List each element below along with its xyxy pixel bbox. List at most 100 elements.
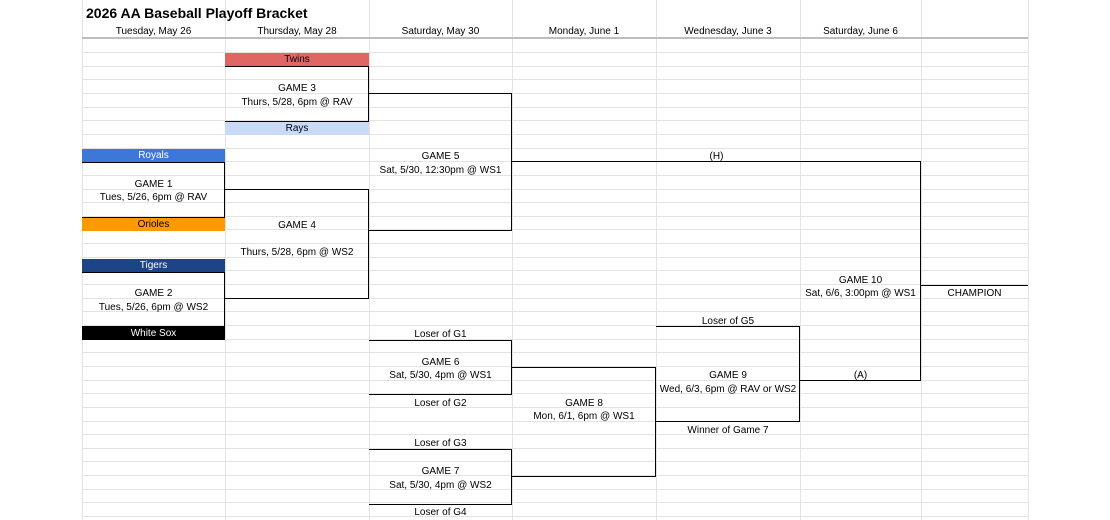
date-header-tuesday: Tuesday, May 26 xyxy=(115,26,192,37)
bracket-line xyxy=(511,340,512,395)
loser-g2-label: Loser of G2 xyxy=(414,398,467,409)
grid-column-line xyxy=(921,0,922,520)
bracket-line xyxy=(369,504,512,505)
grid-column-line xyxy=(369,0,370,520)
game-6-detail: Sat, 5/30, 4pm @ WS1 xyxy=(389,370,492,381)
bracket-line xyxy=(656,326,800,327)
bracket-line xyxy=(511,449,512,505)
bracket-line xyxy=(921,285,1028,286)
game-2-name: GAME 2 xyxy=(134,288,173,299)
bracket-line xyxy=(369,93,512,94)
home-team-marker: (H) xyxy=(709,151,724,162)
champion-label: CHAMPION xyxy=(947,288,1002,299)
game-8-detail: Mon, 6/1, 6pm @ WS1 xyxy=(533,411,635,422)
bracket-line xyxy=(368,66,369,121)
bracket-line xyxy=(224,162,225,217)
grid-row-line xyxy=(82,120,1028,121)
grid-row-line xyxy=(82,175,1028,176)
grid-row-line xyxy=(82,52,1028,53)
grid-row-line xyxy=(82,216,1028,217)
game-8-name: GAME 8 xyxy=(565,398,603,409)
team-band-twins: Twins xyxy=(225,53,369,66)
grid-column-line xyxy=(225,0,226,520)
grid-row-line xyxy=(82,366,1028,367)
grid-row-line xyxy=(82,284,1028,285)
bracket-line xyxy=(512,367,656,368)
grid-row-line xyxy=(82,421,1028,422)
grid-row-line xyxy=(82,202,1028,203)
grid-row-line xyxy=(82,516,1028,517)
grid-row-line xyxy=(82,298,1028,299)
bracket-line xyxy=(369,340,512,341)
bracket-line xyxy=(800,380,921,381)
grid-row-line xyxy=(82,93,1028,94)
grid-row-line xyxy=(82,229,1028,230)
game-1-detail: Tues, 5/26, 6pm @ RAV xyxy=(99,192,208,203)
grid-row-line xyxy=(82,393,1028,394)
loser-g3-label: Loser of G3 xyxy=(414,438,467,449)
grid-row-line xyxy=(82,189,1028,190)
loser-g5-label: Loser of G5 xyxy=(701,316,755,327)
header-separator xyxy=(82,37,1028,39)
team-band-rays: Rays xyxy=(225,122,369,135)
game-7-name: GAME 7 xyxy=(421,466,460,477)
date-header-wednesday: Wednesday, June 3 xyxy=(684,26,772,37)
game-3-name: GAME 3 xyxy=(278,83,316,94)
bracket-line xyxy=(512,476,656,477)
game-6-name: GAME 6 xyxy=(421,357,460,368)
grid-row-line xyxy=(82,380,1028,381)
grid-row-line xyxy=(82,107,1028,108)
game-10-detail: Sat, 6/6, 3:00pm @ WS1 xyxy=(805,288,916,299)
team-band-orioles: Orioles xyxy=(82,218,225,231)
grid-column-line xyxy=(656,0,657,520)
bracket-line xyxy=(656,421,800,422)
grid-row-line xyxy=(82,134,1028,135)
game-2-detail: Tues, 5/26, 6pm @ WS2 xyxy=(98,302,209,313)
date-header-saturday-final: Saturday, June 6 xyxy=(823,26,898,37)
bracket-line xyxy=(224,272,225,327)
bracket-line xyxy=(511,93,512,231)
away-team-marker: (A) xyxy=(853,370,868,381)
grid-row-line xyxy=(82,434,1028,435)
bracket-line xyxy=(655,367,656,477)
bracket-line xyxy=(920,161,921,381)
loser-g1-label: Loser of G1 xyxy=(414,329,467,340)
team-band-white-sox: White Sox xyxy=(82,327,225,340)
grid-row-line xyxy=(82,148,1028,149)
grid-row-line xyxy=(82,270,1028,271)
grid-row-line xyxy=(82,489,1028,490)
game-4-detail: Thurs, 5/28, 6pm @ WS2 xyxy=(240,247,354,258)
grid-row-line xyxy=(82,79,1028,80)
bracket-line xyxy=(82,162,225,163)
loser-g4-label: Loser of G4 xyxy=(414,507,467,518)
bracket-line xyxy=(369,230,512,231)
bracket-line xyxy=(225,298,369,299)
grid-row-line xyxy=(82,448,1028,449)
bracket-line xyxy=(799,326,800,422)
bracket-line xyxy=(82,217,225,218)
bracket-title: 2026 AA Baseball Playoff Bracket xyxy=(86,5,308,21)
date-header-saturday: Saturday, May 30 xyxy=(401,26,480,37)
bracket-line xyxy=(225,121,369,122)
grid-row-line xyxy=(82,325,1028,326)
grid-row-line xyxy=(82,461,1028,462)
grid-row-line xyxy=(82,475,1028,476)
grid-row-line xyxy=(82,257,1028,258)
bracket-line xyxy=(82,272,225,273)
bracket-line xyxy=(369,449,512,450)
game-4-name: GAME 4 xyxy=(278,220,316,231)
bracket-line xyxy=(369,394,512,395)
game-3-detail: Thurs, 5/28, 6pm @ RAV xyxy=(241,97,353,108)
game-1-name: GAME 1 xyxy=(134,179,173,190)
date-header-monday: Monday, June 1 xyxy=(548,26,620,37)
grid-column-line xyxy=(800,0,801,520)
grid-row-line xyxy=(82,407,1028,408)
grid-row-line xyxy=(82,311,1028,312)
grid-row-line xyxy=(82,339,1028,340)
game-7-detail: Sat, 5/30, 4pm @ WS2 xyxy=(389,480,492,491)
bracket-line xyxy=(82,326,225,327)
grid-row-line xyxy=(82,502,1028,503)
game-10-name: GAME 10 xyxy=(838,275,883,286)
game-5-name: GAME 5 xyxy=(421,151,460,162)
